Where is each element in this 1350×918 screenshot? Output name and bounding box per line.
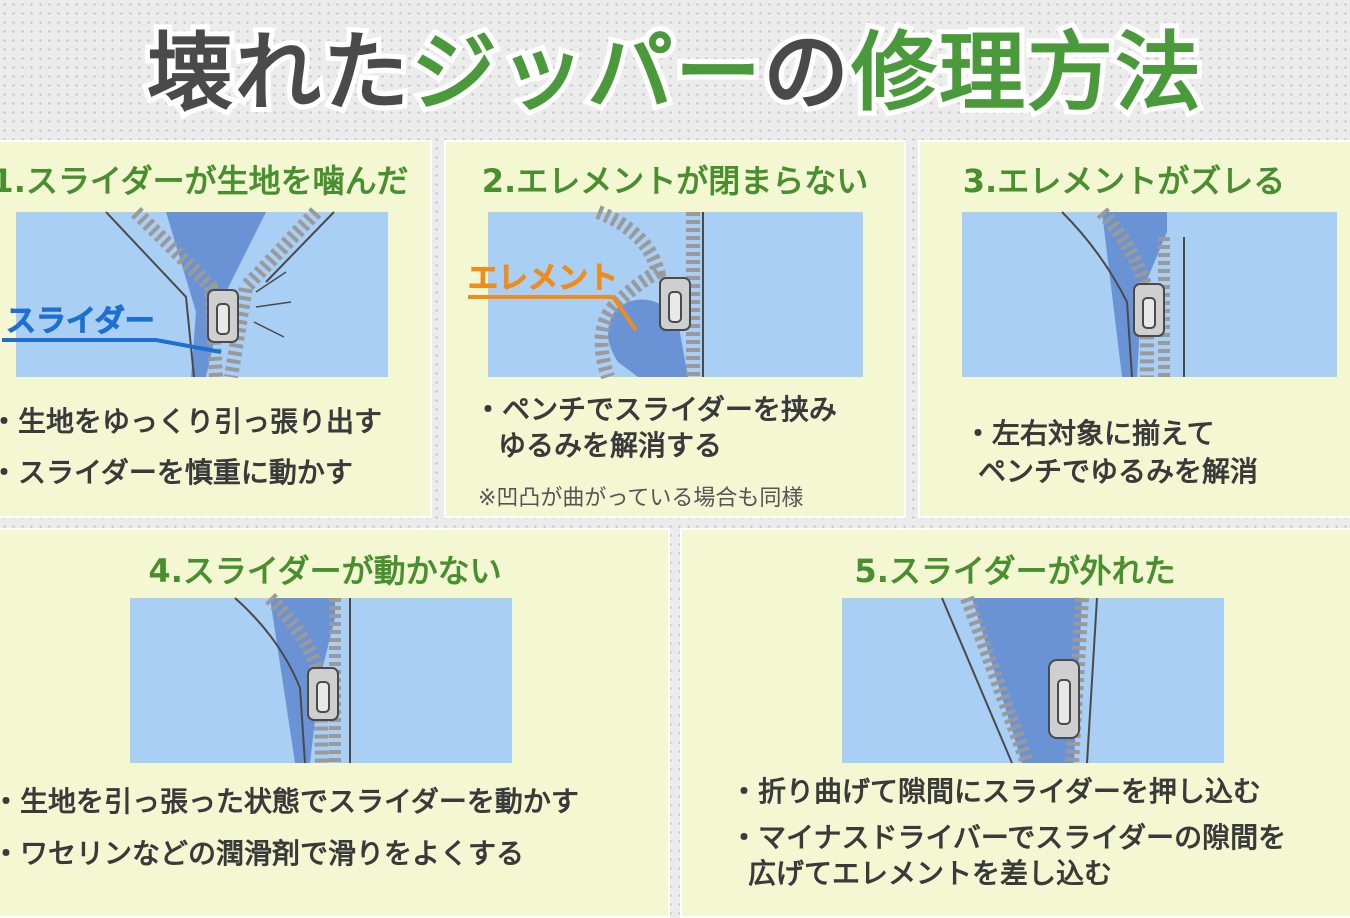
panel-5-title: 5.スライダーが外れた: [854, 552, 1176, 590]
panel-2-bullet-1: ・ペンチでスライダーを挟み: [474, 393, 837, 426]
callout-slider: スライダー: [6, 304, 156, 340]
panel-2-bullet-2: ゆるみを解消する: [498, 429, 723, 462]
panel-4-bullet-1: ・生地を引っ張った状態でスライダーを動かす: [0, 785, 579, 818]
panel-4-bullet-2: ・ワセリンなどの潤滑剤で滑りをよくする: [0, 837, 525, 870]
zipper-illustration-2: [468, 205, 863, 380]
panel-5: 5.スライダーが外れた ・折り曲げて隙間にスライダーを押し込む ・マイナスドライ…: [680, 528, 1350, 918]
panel-2: 2.エレメントが閉まらない エレメント ・ペンチでスライダーを挟み ゆるみを解消…: [444, 140, 906, 518]
title-part4: 修理方法: [846, 18, 1206, 128]
panel-3-bullet-1: ・左右対象に揃えて: [964, 417, 1215, 450]
panel-2-note: ※凹凸が曲がっている場合も同様: [478, 486, 804, 511]
title-part3: の: [758, 18, 854, 128]
panel-5-bullet-1: ・折り曲げて隙間にスライダーを押し込む: [730, 775, 1261, 808]
panel-3: 3.エレメントがズレる ・左右対象に揃えて ペンチでゆるみを解消: [918, 140, 1350, 518]
panel-2-title: 2.エレメントが閉まらない: [481, 162, 869, 200]
panel-4-title: 4.スライダーが動かない: [148, 552, 502, 590]
page-title: 壊れたジッパーの修理方法: [0, 0, 1350, 128]
title-part2: ジッパー: [406, 18, 766, 128]
panel-5-bullet-3: 広げてエレメントを差し込む: [748, 857, 1113, 890]
panel-1-bullet-2: ・スライダーを慎重に動かす: [0, 456, 353, 489]
panel-1-title: 1.スライダーが生地を噛んだ: [0, 162, 409, 200]
zipper-illustration-3: [962, 207, 1337, 378]
panel-1-bullet-1: ・生地をゆっくり引っ張り出す: [0, 405, 383, 438]
zipper-illustration-5: [842, 595, 1224, 766]
callout-element: エレメント: [468, 261, 619, 297]
panel-4: 4.スライダーが動かない ・生地を引っ張った状態でスライダーを動かす ・ワセリン…: [0, 528, 670, 918]
panel-1: 1.スライダーが生地を噛んだ スライダー ・生地をゆっくり引っ張り出す ・スライ…: [0, 140, 432, 518]
panel-5-bullet-2: ・マイナスドライバーでスライダーの隙間を: [730, 821, 1287, 854]
title-part1: 壊れた: [142, 18, 414, 128]
panel-3-title: 3.エレメントがズレる: [962, 162, 1286, 200]
panel-3-bullet-2: ペンチでゆるみを解消: [978, 455, 1259, 488]
zipper-illustration-1: [2, 207, 388, 379]
zipper-illustration-4: [130, 593, 512, 764]
